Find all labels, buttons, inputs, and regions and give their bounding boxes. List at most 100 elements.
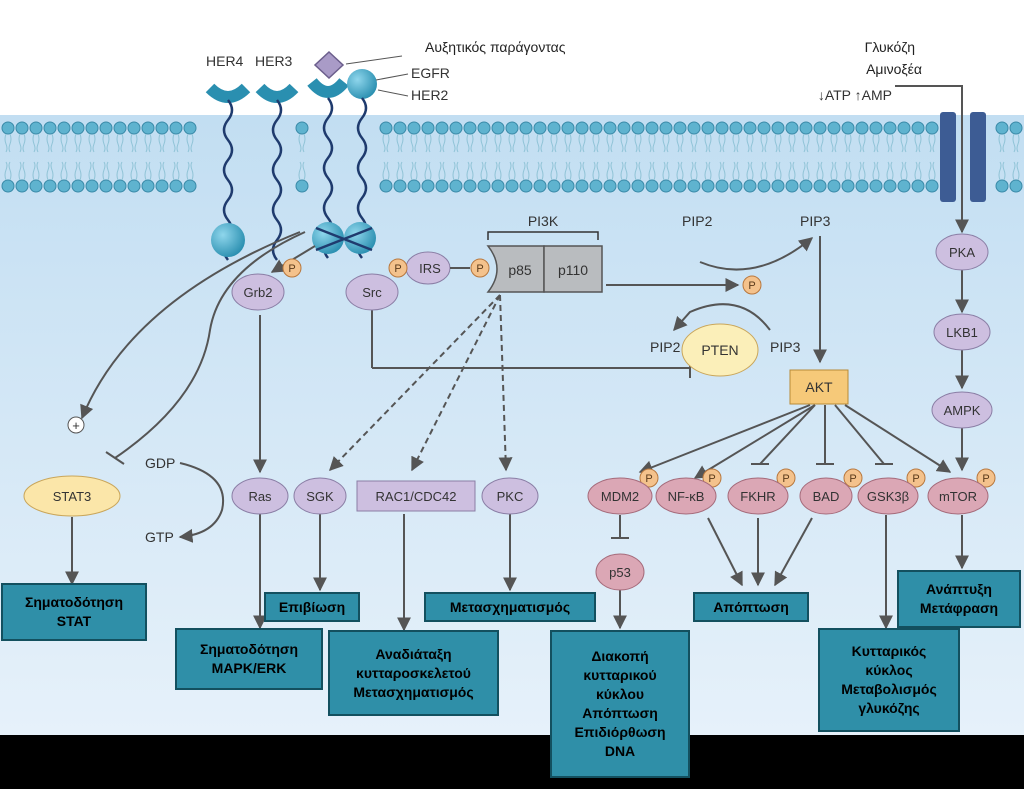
lipid-head — [99, 179, 113, 193]
lipid-head — [603, 179, 617, 193]
lipid-tail — [32, 161, 36, 181]
outcome-line: Μετασχηματισμός — [353, 683, 474, 700]
lipid-tail — [736, 133, 740, 153]
lipid-tail — [904, 133, 908, 153]
lipid-tail — [32, 133, 36, 153]
lipid-tail — [484, 133, 488, 153]
grb2-node: Grb2 — [231, 273, 285, 311]
amino-acids-label: Αμινοξέα — [866, 61, 922, 77]
lipid-tail — [872, 161, 876, 181]
lipid-tail — [470, 161, 474, 181]
lipid-tail — [400, 161, 404, 181]
lipid-head — [925, 121, 939, 135]
lipid-head — [43, 121, 57, 135]
lipid-head — [15, 121, 29, 135]
lipid-head — [1, 121, 15, 135]
nfkb-node: NF-κB — [655, 477, 717, 515]
svg-text:BAD: BAD — [813, 489, 840, 504]
lipid-head — [701, 121, 715, 135]
phospho-label: P — [912, 473, 919, 485]
lipid-tail — [718, 161, 722, 181]
outcome-line: STAT — [56, 613, 92, 629]
lipid-tail — [438, 133, 442, 153]
phospho-circle — [282, 258, 302, 278]
phospho-label: P — [476, 263, 483, 275]
phospho-circle — [976, 468, 996, 488]
lipid-tail — [666, 133, 670, 153]
lipid-head — [687, 179, 701, 193]
lipid-tail — [844, 161, 848, 181]
lipid-head — [869, 121, 883, 135]
lipid-tail — [900, 133, 904, 153]
p85-label: p85 — [508, 262, 532, 278]
lipid-tail — [690, 133, 694, 153]
lipid-tail — [694, 133, 698, 153]
lipid-head — [421, 121, 435, 135]
lipid-tail — [162, 161, 166, 181]
pi3k-label: PI3K — [528, 213, 559, 229]
lipid-tail — [22, 133, 26, 153]
lipid-head — [15, 179, 29, 193]
src-node: Src — [345, 273, 399, 311]
egfr-receptor — [307, 77, 349, 259]
outcome-line: Σηματοδότηση — [24, 594, 124, 610]
lipid-head — [155, 121, 169, 135]
lipid-tail — [508, 161, 512, 181]
lipid-tail — [596, 133, 600, 153]
lipid-head — [1009, 121, 1023, 135]
plus-marker — [67, 416, 85, 434]
lipid-tail — [102, 133, 106, 153]
lipid-tail — [480, 161, 484, 181]
lipid-tail — [582, 133, 586, 153]
edge-akt-mtor — [844, 404, 952, 473]
lipid-head — [883, 179, 897, 193]
lipid-tail — [662, 161, 666, 181]
lipid-head — [785, 179, 799, 193]
svg-text:AKT: AKT — [805, 379, 833, 395]
lipid-tail — [596, 161, 600, 181]
lipid-tail — [550, 133, 554, 153]
gsk3b-node: GSK3β — [857, 477, 919, 515]
lipid-head — [393, 179, 407, 193]
lipid-tail — [410, 133, 414, 153]
lipid-head — [911, 121, 925, 135]
egfr-leader — [375, 73, 409, 81]
lipid-tail — [400, 133, 404, 153]
lipid-head — [99, 121, 113, 135]
outcome-apoptosis: Απόπτωση — [693, 592, 809, 622]
ras-node: Ras — [231, 477, 289, 515]
lipid-tail — [634, 133, 638, 153]
lipid-tail — [694, 161, 698, 181]
pip2-top-label: PIP2 — [682, 213, 713, 229]
lipid-tail — [414, 161, 418, 181]
lipid-head — [995, 179, 1009, 193]
lipid-head — [757, 121, 771, 135]
mtor-node: mTOR — [927, 477, 989, 515]
lipid-tail — [998, 161, 1002, 181]
edge-akt-mdm2 — [638, 404, 811, 474]
lipid-tail — [522, 133, 526, 153]
lipid-head — [547, 179, 561, 193]
lipid-tail — [116, 161, 120, 181]
pip3-mid-label: PIP3 — [770, 339, 801, 355]
lipid-head — [575, 121, 589, 135]
svg-text:NF-κB: NF-κB — [668, 489, 705, 504]
lipid-tail — [592, 161, 596, 181]
phospho-circle — [906, 468, 926, 488]
lipid-tail — [648, 161, 652, 181]
lipid-tail — [620, 161, 624, 181]
outcome-line: Κυτταρικός — [851, 643, 927, 659]
lipid-tail — [74, 161, 78, 181]
lipid-head — [897, 121, 911, 135]
lipid-head — [645, 121, 659, 135]
lipid-tail — [568, 161, 572, 181]
lipid-head — [813, 121, 827, 135]
lipid-tail — [78, 161, 82, 181]
lipid-tail — [134, 133, 138, 153]
lipid-tail — [508, 133, 512, 153]
lipid-head — [491, 179, 505, 193]
lipid-tail — [998, 133, 1002, 153]
edge-receptor-stat3 — [80, 231, 301, 420]
